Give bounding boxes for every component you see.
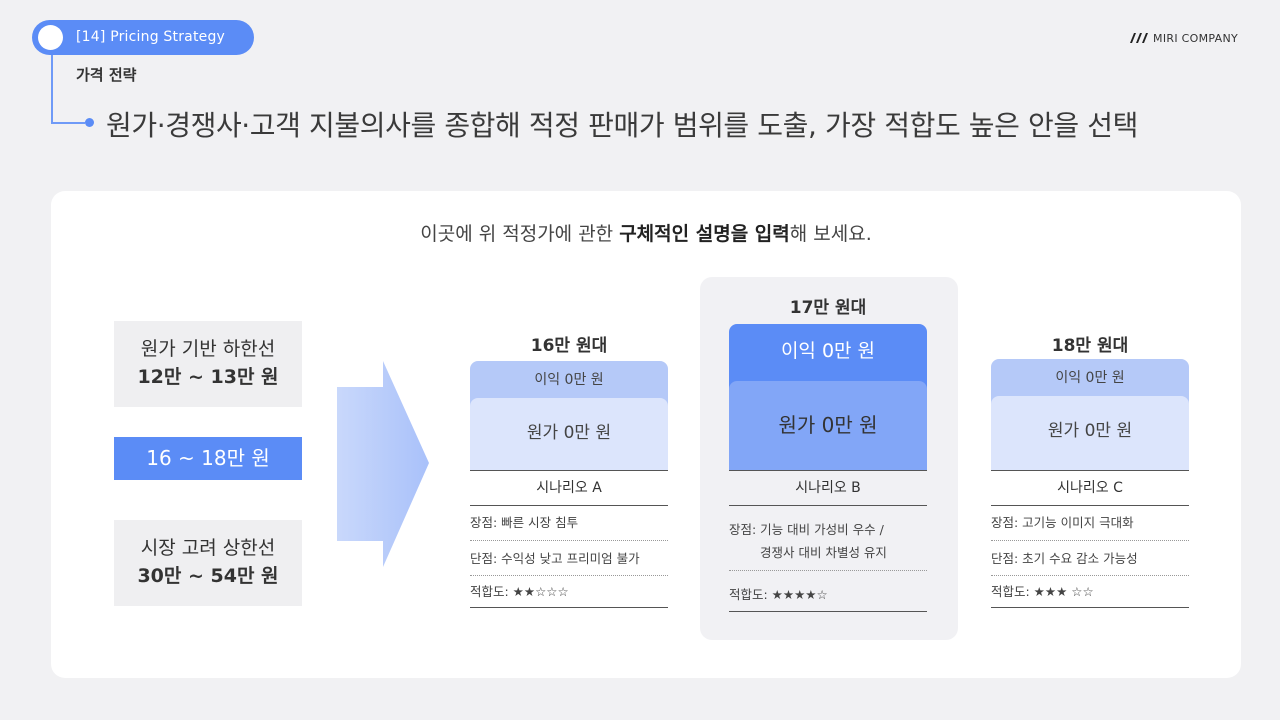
scenario-a-price: 16만 원대 <box>530 336 608 356</box>
scenario-b-pros-line1: 장점: 기능 대비 가성비 우수 / <box>729 522 884 537</box>
scenario-b-price: 17만 원대 <box>789 298 867 318</box>
scenario-c-name: 시나리오 C <box>991 470 1189 506</box>
brand-logo: MIRI COMPANY <box>1129 30 1238 46</box>
scenario-c-fit: 적합도: ★★★ ☆☆ <box>991 576 1189 608</box>
bullet-dot-icon <box>85 118 94 127</box>
scenario-a-cost: 원가 0만 원 <box>470 398 668 471</box>
desc-text-post: 해 보세요. <box>789 223 872 245</box>
scenario-c-bar: 이익 0만 원 원가 0만 원 <box>991 359 1189 471</box>
market-ceiling-label: 시장 고려 상한선 <box>140 537 276 559</box>
cost-floor-value: 12만 ~ 13만 원 <box>137 366 279 388</box>
section-tag: [14] Pricing Strategy <box>32 20 254 55</box>
right-arrow-icon <box>337 361 429 567</box>
scenario-b-bar: 이익 0만 원 원가 0만 원 <box>729 324 927 471</box>
section-tag-label: [14] Pricing Strategy <box>76 29 226 45</box>
scenario-a-profit: 이익 0만 원 <box>534 372 604 388</box>
tree-connector-horizontal <box>51 122 85 124</box>
desc-text-bold: 구체적인 설명을 입력 <box>619 223 790 245</box>
cost-floor-label: 원가 기반 하한선 <box>140 338 276 360</box>
scenario-a-cons: 단점: 수익성 낮고 프리미엄 불가 <box>470 541 668 576</box>
scenario-a-pros: 장점: 빠른 시장 침투 <box>470 505 668 541</box>
desc-text-pre: 이곳에 위 적정가에 관한 <box>420 223 620 245</box>
scenario-b-name: 시나리오 B <box>729 470 927 506</box>
tree-connector-vertical <box>51 55 53 123</box>
scenario-b-pros-line2: 경쟁사 대비 차별성 유지 <box>760 545 887 560</box>
scenario-b-pros: 장점: 기능 대비 가성비 우수 / 경쟁사 대비 차별성 유지 <box>729 505 927 571</box>
page-headline: 원가·경쟁사·고객 지불의사를 종합해 적정 판매가 범위를 도출, 가장 적합… <box>106 109 1138 142</box>
scenario-c-profit: 이익 0만 원 <box>1055 370 1125 386</box>
content-card: 이곳에 위 적정가에 관한 구체적인 설명을 입력해 보세요. 원가 기반 하한… <box>51 191 1241 678</box>
card-description: 이곳에 위 적정가에 관한 구체적인 설명을 입력해 보세요. <box>51 219 1241 246</box>
scenario-a-bar: 이익 0만 원 원가 0만 원 <box>470 361 668 471</box>
market-ceiling-box: 시장 고려 상한선 30만 ~ 54만 원 <box>114 520 302 606</box>
cost-floor-box: 원가 기반 하한선 12만 ~ 13만 원 <box>114 321 302 407</box>
target-range-box: 16 ~ 18만 원 <box>114 437 302 480</box>
scenario-a-fit: 적합도: ★★☆☆☆ <box>470 576 668 608</box>
scenario-b-fit: 적합도: ★★★★☆ <box>729 571 927 612</box>
brand-mark-icon <box>1130 33 1149 43</box>
circle-icon <box>38 25 63 50</box>
page-subtitle: 가격 전략 <box>76 66 137 84</box>
scenario-c-cons: 단점: 초기 수요 감소 가능성 <box>991 541 1189 576</box>
scenario-c-cost: 원가 0만 원 <box>991 396 1189 471</box>
market-ceiling-value: 30만 ~ 54만 원 <box>137 565 279 587</box>
brand-name: MIRI COMPANY <box>1153 31 1238 45</box>
scenario-c-price: 18만 원대 <box>1051 336 1129 356</box>
scenario-b-profit: 이익 0만 원 <box>780 340 876 362</box>
scenario-a-name: 시나리오 A <box>470 470 668 506</box>
scenario-b-cost: 원가 0만 원 <box>729 381 927 471</box>
scenario-c-pros: 장점: 고기능 이미지 극대화 <box>991 505 1189 541</box>
